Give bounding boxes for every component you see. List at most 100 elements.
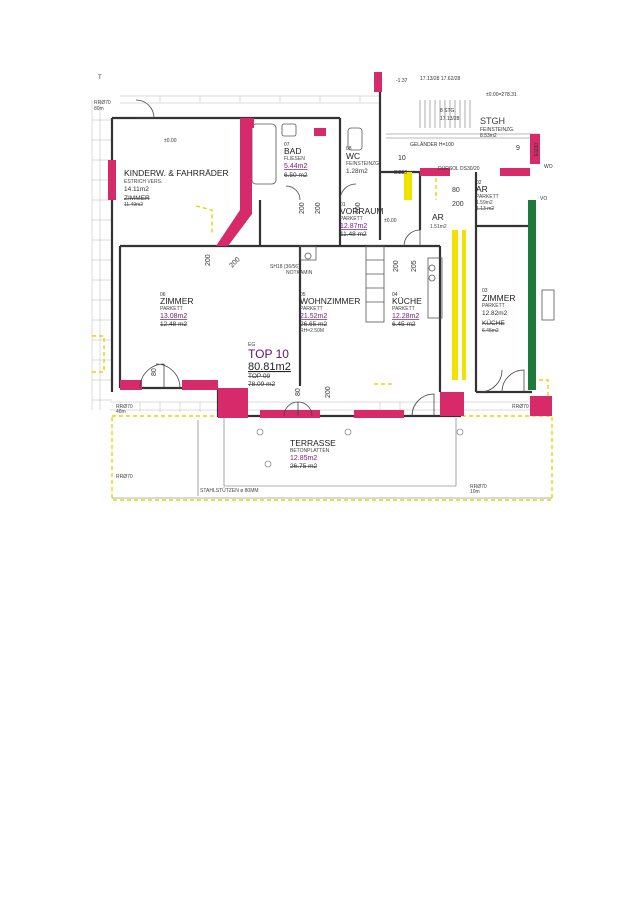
- bad-name: BAD: [284, 146, 301, 156]
- vorraum-area: 12.87m2: [340, 223, 367, 230]
- zimmer-right-name: ZIMMER: [482, 293, 516, 303]
- kinderw-old-area: 11.49m2: [124, 202, 143, 208]
- wo-label: WO: [544, 164, 553, 170]
- zimmer-right-area: 12.82m2: [482, 310, 508, 317]
- green-wall: [528, 200, 536, 390]
- ar-right-old-area: 1.13 m2: [476, 206, 494, 212]
- vorraum-name: VORRAUM: [340, 206, 383, 216]
- kueche-area: 12.28m2: [392, 313, 419, 320]
- ei230-label-2: EI230: [534, 143, 540, 156]
- plan-drawing: T: [91, 72, 555, 501]
- bad-area: 5.44m2: [284, 163, 307, 170]
- bad-old-area: 6.50 m2: [284, 172, 308, 179]
- note-top-left-2: 80m: [94, 106, 104, 112]
- vorraum-level: ±0.00: [384, 218, 397, 224]
- stair-level-c: ±0.00=278.31: [486, 92, 517, 98]
- stair-level-b: 17.13/28 17.62/28: [420, 76, 461, 82]
- kinderw-title: KINDERW. & FAHRRÄDER: [124, 168, 229, 178]
- terrasse-floor: BETONPLATTEN: [290, 448, 330, 454]
- note-top-left: RRØ70: [94, 100, 111, 106]
- zimmer-left-old-area: 12.48 m2: [160, 321, 187, 328]
- stgh-floor: FEINSTEINZG.: [480, 127, 514, 133]
- note-bottom-left-2: 40m: [116, 409, 126, 415]
- door-width-4: 10: [398, 155, 406, 162]
- unit-old-name: TOP 09: [248, 373, 271, 380]
- yellow-wall: [452, 230, 458, 380]
- door-labels: 200 200 200 200 205 200 200 200 200 80 8…: [151, 145, 520, 398]
- zimmer-right-num: 03: [482, 288, 488, 294]
- corner-mark: T: [98, 75, 102, 81]
- unit-area: 80.81m2: [248, 361, 291, 373]
- ar-right-name: AR: [476, 184, 488, 194]
- walls: [110, 72, 532, 418]
- wohnzimmer-area: 21.52m2: [300, 313, 327, 320]
- note-terrace-pole: STAHLSTÜTZEN ø 80MM: [200, 487, 259, 494]
- door-width-3: 80: [295, 388, 302, 396]
- wc-name: WC: [346, 151, 360, 161]
- wc-num: 08: [346, 146, 352, 152]
- stair-level-a: -1.37: [396, 78, 408, 84]
- kueche-name: KÜCHE: [392, 296, 422, 306]
- ar-small-name: AR: [432, 212, 444, 222]
- zimmer-left-area: 13.08m2: [160, 313, 187, 320]
- door-height-2: 200: [315, 202, 322, 214]
- stair-steps-2: 17.13/28: [440, 116, 460, 122]
- vorraum-old-area: 11.48 m2: [340, 231, 367, 238]
- terrasse-name: TERRASSE: [290, 438, 336, 448]
- kinderw-area: 14.11m2: [124, 186, 149, 193]
- wohnzimmer-old-area: 26.65 m2: [300, 321, 327, 328]
- wc-area: 1.28m2: [346, 168, 368, 175]
- bad-num: 07: [284, 142, 290, 148]
- zimmer-right-floor: PARKETT: [482, 303, 505, 309]
- kueche-old-area: 6.45 m2: [392, 321, 416, 328]
- new-walls: [108, 72, 552, 418]
- ar-right-floor: PARKETT: [476, 194, 499, 200]
- zimmer-left-name: ZIMMER: [160, 296, 194, 306]
- unit-old-area: 78.09 m2: [248, 381, 275, 388]
- zimmer-right-old-area: 6.45m2: [482, 328, 499, 334]
- bad-floor: FLIESEN: [284, 156, 305, 162]
- kueche-num: 04: [392, 292, 398, 298]
- stgh-label: STGH: [480, 116, 505, 126]
- note-bottom-left: RRØ70: [116, 404, 133, 410]
- wohnzimmer-floor: PARKETT: [300, 306, 323, 312]
- ar-right-num: 02: [476, 180, 482, 186]
- railing-label: GELÄNDER H=100: [410, 141, 454, 148]
- note-mid-left: RRØ70: [116, 474, 133, 480]
- level-kinderw: ±0.00: [164, 138, 177, 144]
- vorraum-floor: PARKETT: [340, 216, 363, 222]
- stair-steps: 8 STG.: [440, 108, 456, 114]
- terrace-lines: [112, 418, 552, 499]
- note-mid-right: RRØ70: [512, 404, 529, 410]
- dursol-label: DURSOL DS30/20: [438, 166, 480, 172]
- wohnzimmer-height: RH=2.50M: [300, 328, 324, 334]
- chimney-label: SH18 (36/56): [270, 264, 300, 270]
- door-height-9: 200: [325, 386, 332, 398]
- ei230-label-1: EI230: [394, 170, 407, 176]
- chimney-label-2: NOTKAMIN: [286, 270, 313, 276]
- wohnzimmer-num: 05: [300, 292, 306, 298]
- kinderw-floor: ESTRICH VERS.: [124, 179, 162, 185]
- note-bottom-right-2: 10m: [470, 489, 480, 495]
- grid-lines: [91, 95, 550, 412]
- yellow-wall-2: [462, 230, 466, 380]
- terrasse-area: 12.85m2: [290, 455, 317, 462]
- kueche-floor: PARKETT: [392, 306, 415, 312]
- ar-small-area: 1.51m2: [430, 224, 447, 230]
- zimmer-right-old-name: KÜCHE: [482, 319, 505, 327]
- door-height-6: 200: [452, 201, 464, 208]
- terrasse-old-area: 26.75 m2: [290, 463, 317, 470]
- zimmer-left-floor: PARKETT: [160, 306, 183, 312]
- stgh-area: 8.53m2: [480, 133, 497, 139]
- zimmer-left-num: 06: [160, 292, 166, 298]
- door-height-7: 200: [228, 256, 241, 269]
- unit-level: EG: [248, 342, 255, 348]
- door-height-1: 200: [299, 202, 306, 214]
- staircase: [386, 100, 540, 139]
- note-bottom-right: RRØ70: [470, 484, 487, 490]
- wc-floor: FEINSTEINZG.: [346, 161, 380, 167]
- wohnzimmer-name: WOHNZIMMER: [300, 296, 360, 306]
- door-swings: [135, 99, 525, 417]
- ar-right-area: 1.59m2: [476, 200, 493, 206]
